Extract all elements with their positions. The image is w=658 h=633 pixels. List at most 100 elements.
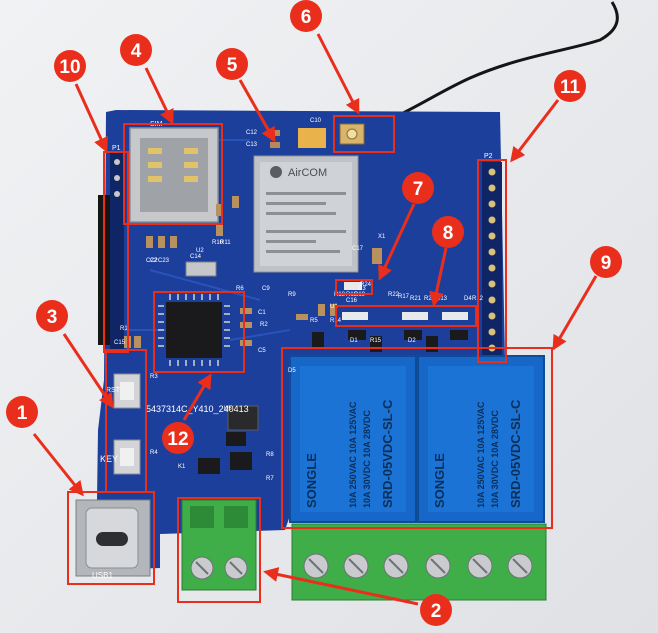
usb-label: USB1 (92, 571, 113, 580)
callout-badge-1: 1 (6, 396, 38, 428)
callout-number: 2 (431, 601, 442, 622)
tantalum-capacitor-c10 (298, 128, 326, 148)
designator-c10: C10 (310, 118, 322, 124)
designator-r3: R3 (150, 374, 158, 380)
callout-circle (6, 396, 38, 428)
designator-r6: R6 (236, 286, 244, 292)
callout-badge-2: 2 (420, 594, 452, 626)
relay-2-brand: SONGLE (432, 453, 447, 508)
designator-r5: R5 (310, 318, 318, 324)
cellular-module: AirCOM (253, 155, 359, 273)
callout-number: 9 (601, 253, 612, 274)
callout-badge-6: 6 (290, 0, 322, 32)
board-id: 5437314C_Y410_240413 (146, 404, 249, 414)
designator-r7: R7 (266, 476, 274, 482)
callout-badge-9: 9 (590, 246, 622, 278)
callout-number: 5 (227, 55, 238, 76)
crystal-x1 (185, 261, 217, 277)
highlight-box-mcu (153, 291, 245, 373)
callout-badge-10: 10 (54, 50, 86, 82)
designator-u1: U1 (330, 304, 338, 310)
highlight-box-power-terminal (177, 497, 261, 603)
designator-r8: R8 (266, 452, 274, 458)
designator-c15: C15 (114, 340, 126, 346)
callout-badge-8: 8 (432, 216, 464, 248)
relay-2-rating1: 10A 250VAC 10A 125VAC (476, 401, 486, 508)
callout-number: 3 (47, 307, 58, 328)
designator-r1: R1 (120, 326, 128, 332)
relay-1-rating1: 10A 250VAC 10A 125VAC (348, 401, 358, 508)
designator-c22: C22 (146, 258, 158, 264)
relay-1-rating2: 10A 30VDC 10A 28VDC (362, 410, 372, 508)
designator-d3: D3 (358, 286, 366, 292)
callout-circle (402, 172, 434, 204)
callout-circle (420, 594, 452, 626)
highlight-box-led (335, 279, 373, 295)
callout-arrows (32, 33, 598, 606)
highlight-boxes (67, 115, 553, 603)
designator-u2: U2 (196, 248, 204, 254)
designator-r13: R13 (436, 296, 448, 302)
highlight-box-relays (281, 347, 553, 529)
p1-label: P1 (112, 145, 121, 152)
callout-circle (216, 48, 248, 80)
callout-number: 6 (301, 7, 312, 28)
designator-r9: R9 (288, 292, 296, 298)
highlight-box-p2 (477, 159, 507, 363)
callout-badge-11: 11 (554, 70, 586, 102)
designator-c16: C16 (346, 298, 358, 304)
designator-r2: R2 (260, 322, 268, 328)
relay-1-model: SRD-05VDC-SL-C (380, 399, 395, 508)
callout-circle (590, 246, 622, 278)
relay-1: SONGLE 10A 250VAC 10A 125VAC 10A 30VDC 1… (289, 355, 417, 523)
designator-c2: C2 (150, 258, 158, 264)
callout-circle (432, 216, 464, 248)
transistors-and-diodes (198, 330, 468, 474)
highlight-box-p1 (103, 151, 129, 353)
designator-c23: C23 (158, 258, 170, 264)
callout-circle (554, 70, 586, 102)
p2-label: P2 (484, 153, 493, 160)
designator-d5: D5 (288, 368, 296, 374)
rst-button: RST (106, 373, 141, 409)
designator-d2: D2 (408, 338, 416, 344)
designator-c1: C1 (258, 310, 266, 316)
designator-c14: C14 (190, 254, 202, 260)
designator-r4: R4 (150, 450, 158, 456)
callout-badge-12: 12 (162, 422, 194, 454)
designator-x1: X1 (378, 234, 386, 240)
sim-card-holder: SIM (129, 121, 219, 223)
callout-number: 8 (443, 223, 454, 244)
designator-c13: C13 (246, 142, 258, 148)
callout-circle (54, 50, 86, 82)
callout-number: 10 (59, 57, 80, 78)
highlight-box-buttons (105, 349, 147, 493)
callout-circle (162, 422, 194, 454)
designator-c12: C12 (246, 130, 258, 136)
callout-circle (36, 300, 68, 332)
antenna-cable (353, 1, 619, 134)
designator-c5: C5 (258, 348, 266, 354)
callout-number: 11 (560, 77, 581, 98)
designator-c9: C9 (262, 286, 270, 292)
designator-u5: U5 (224, 406, 232, 412)
relay-1-brand: SONGLE (304, 453, 319, 508)
module-brand: AirCOM (288, 167, 327, 179)
callout-circle (120, 34, 152, 66)
designator-d4: D4 (464, 296, 472, 302)
key-button: KEY (100, 439, 141, 475)
callout-number: 7 (413, 179, 424, 200)
highlight-box-antenna (333, 115, 395, 153)
designator-c17: C17 (352, 246, 364, 252)
designator-r10: R10 (212, 240, 224, 246)
mcu-chip (158, 294, 230, 366)
designator-d1: D1 (350, 338, 358, 344)
callout-number: 4 (131, 41, 142, 62)
designator-r15: R15 (370, 338, 382, 344)
rst-label: RST (106, 387, 121, 394)
designator-k1: K1 (178, 464, 186, 470)
smd-c13 (270, 142, 280, 148)
callout-badge-5: 5 (216, 48, 248, 80)
